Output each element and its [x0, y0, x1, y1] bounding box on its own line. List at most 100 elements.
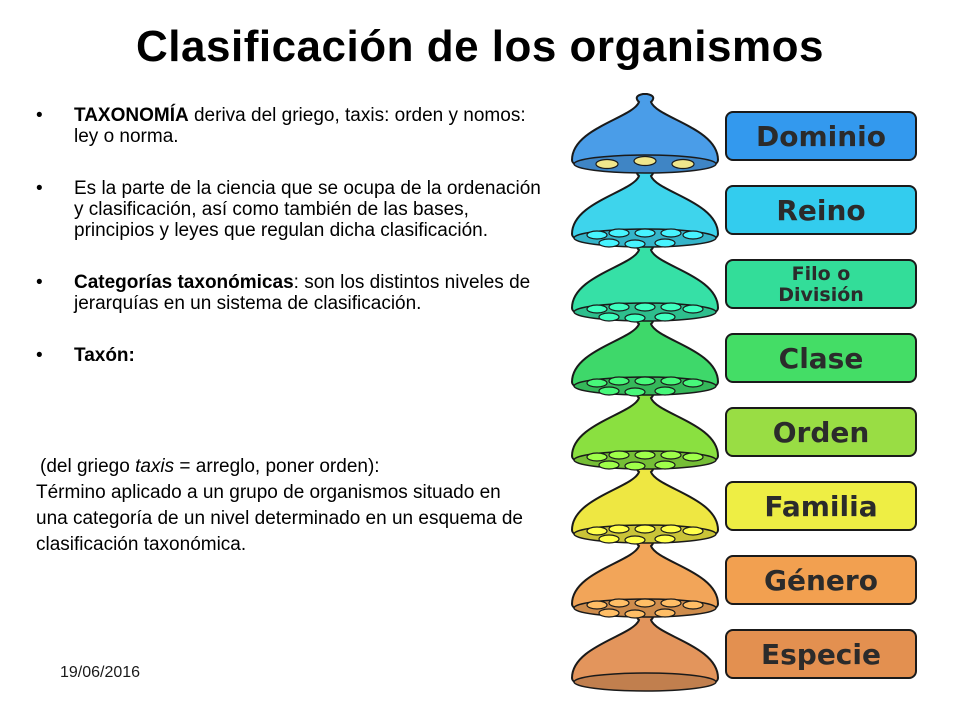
rank-box-bg [725, 407, 917, 457]
rank-box-orden: Orden [725, 407, 917, 457]
rim-oval [682, 230, 704, 240]
rim-oval [586, 378, 608, 388]
etymology-italic: taxis [135, 456, 175, 477]
rank-label: Especie [761, 638, 881, 671]
rim-oval [608, 302, 630, 312]
rank-box-bg [725, 333, 917, 383]
bell-stack [570, 93, 720, 692]
rim-oval [654, 534, 676, 544]
rim-oval [598, 312, 620, 322]
slide-title: Clasificación de los organismos [136, 22, 824, 71]
rim-oval [682, 600, 704, 610]
rim-oval [634, 450, 656, 460]
rim-oval [608, 598, 630, 608]
bullet-text: Es la parte de la ciencia que se ocupa d… [74, 178, 541, 241]
rim-oval [682, 304, 704, 314]
rank-label: Género [764, 564, 878, 597]
rim-oval [660, 228, 682, 238]
rim-oval [654, 238, 676, 248]
bullet-bold: Taxón: [74, 345, 135, 366]
rank-box-especie: Especie [725, 629, 917, 679]
bell-dominio [570, 93, 720, 174]
bell-rim [573, 672, 717, 692]
rank-box-bg [725, 185, 917, 235]
rim-oval [634, 524, 656, 534]
bullet-categorias: Categorías taxonómicas: son los distinto… [36, 272, 546, 314]
rim-oval [608, 228, 630, 238]
rank-box-bg [725, 111, 917, 161]
rank-box-bg [725, 629, 917, 679]
bullet-list: TAXONOMÍA deriva del griego, taxis: orde… [36, 105, 546, 366]
rim-oval [671, 158, 695, 170]
rim-oval [624, 461, 646, 471]
taxon-definition: (del griego taxis = arreglo, poner orden… [36, 454, 556, 558]
bell-body [570, 93, 720, 174]
footer-date: 19/06/2016 [60, 664, 141, 681]
rim-oval [682, 378, 704, 388]
rim-oval [634, 228, 656, 238]
bullet-taxon: Taxón: [36, 345, 546, 366]
rim-oval [598, 608, 620, 618]
rim-oval [654, 386, 676, 396]
bullet-text: deriva del griego, taxis: orden y nomos:… [74, 105, 526, 147]
rank-label: Familia [764, 490, 877, 523]
bell-especie [570, 611, 720, 692]
rank-box-bg [725, 555, 917, 605]
rim-oval [660, 524, 682, 534]
rank-label: Filo o [792, 263, 851, 285]
rim-oval [660, 450, 682, 460]
rim-oval [660, 376, 682, 386]
rim-oval [634, 598, 656, 608]
rank-label: Reino [776, 194, 865, 227]
rim-oval [682, 526, 704, 536]
taxon-definition-text: Término aplicado a un grupo de organismo… [36, 482, 523, 555]
rim-oval [586, 230, 608, 240]
rim-oval [682, 452, 704, 462]
rim-oval [654, 312, 676, 322]
rim-oval [660, 302, 682, 312]
rim-oval [654, 460, 676, 470]
rim-oval [624, 313, 646, 323]
etymology-suffix: = arreglo, poner orden): [174, 456, 380, 477]
rim-oval [595, 158, 619, 170]
rim-oval [634, 302, 656, 312]
rim-oval [608, 524, 630, 534]
rim-oval [633, 155, 657, 167]
rank-box-bg [725, 259, 917, 309]
rim-oval [608, 376, 630, 386]
rim-oval [624, 387, 646, 397]
rank-box-clase: Clase [725, 333, 917, 383]
rim-oval [598, 238, 620, 248]
rim-oval [598, 386, 620, 396]
rim-oval [634, 376, 656, 386]
bell-orden [570, 389, 720, 471]
rank-box-género: Género [725, 555, 917, 605]
rank-box-reino: Reino [725, 185, 917, 235]
rank-label: Orden [773, 416, 870, 449]
bullet-bold: Categorías taxonómicas [74, 272, 294, 293]
bullet-definition: Es la parte de la ciencia que se ocupa d… [36, 178, 546, 241]
rim-oval [654, 608, 676, 618]
rank-box-familia: Familia [725, 481, 917, 531]
bell-familia [570, 463, 720, 545]
rank-box-dominio: Dominio [725, 111, 917, 161]
rim-oval [586, 526, 608, 536]
bullet-taxonomia: TAXONOMÍA deriva del griego, taxis: orde… [36, 105, 546, 147]
rank-box-bg [725, 481, 917, 531]
rim-oval [586, 452, 608, 462]
bell-clase [570, 315, 720, 397]
bullet-text: : son los distintos niveles de jerarquía… [74, 272, 531, 314]
rank-label: Dominio [756, 120, 886, 153]
bullet-bold: TAXONOMÍA [74, 105, 189, 126]
rim-oval [624, 239, 646, 249]
rim-oval [608, 450, 630, 460]
etymology-prefix: (del griego [40, 456, 136, 477]
bell-filo-o [570, 241, 720, 323]
rim-oval [660, 598, 682, 608]
taxon-etymology: (del griego taxis = arreglo, poner orden… [36, 454, 556, 480]
bell-reino [570, 167, 720, 249]
rim-oval [624, 535, 646, 545]
rank-label: Clase [779, 342, 864, 375]
